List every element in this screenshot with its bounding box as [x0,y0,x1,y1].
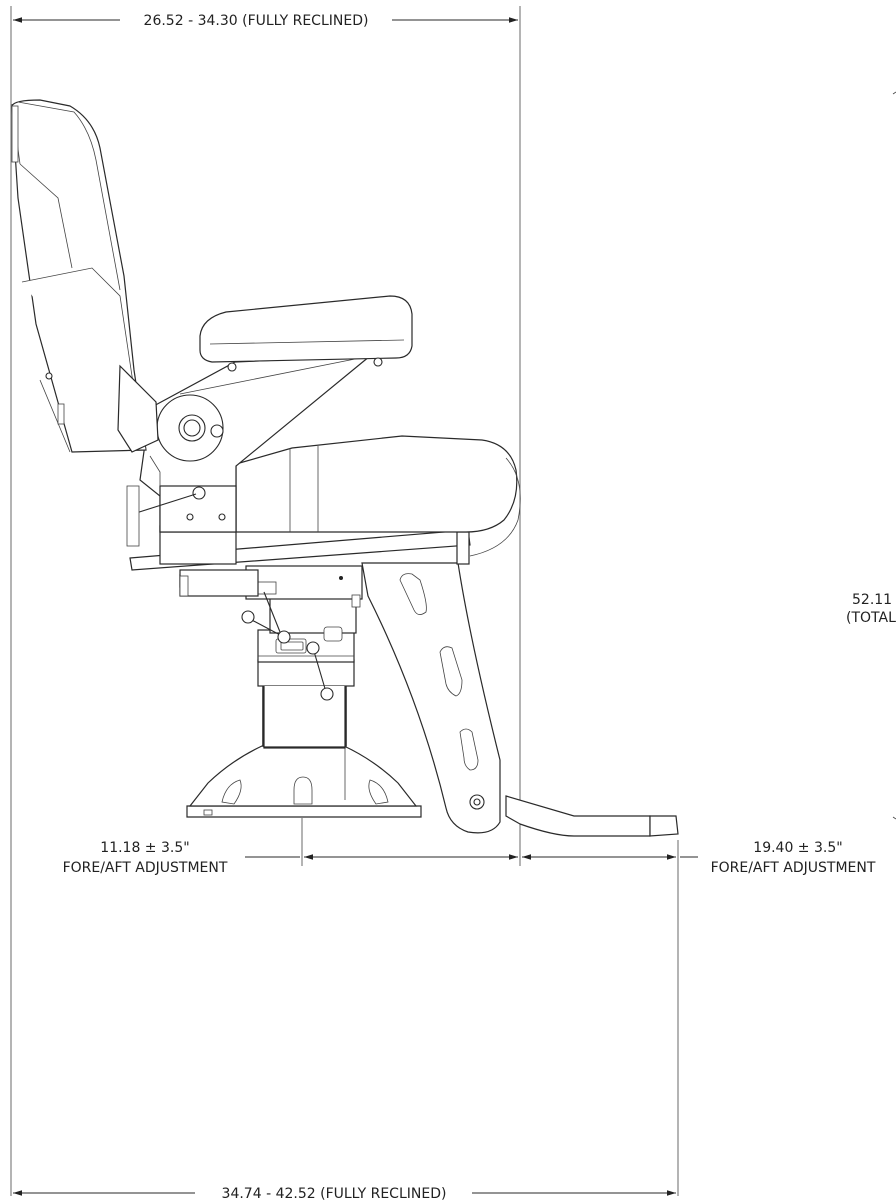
helm-seat [11,99,679,837]
footrest-bracket [361,562,501,834]
height-label: (TOTAL [846,610,896,626]
footrest [505,795,679,837]
left-adjust-value: 11.18 ± 3.5" [100,840,189,856]
backrest [11,99,147,453]
right-adjust-note: 19.40 ± 3.5" FORE/AFT ADJUSTMENT [711,840,876,876]
pedestal-base [186,745,422,818]
top-width-text: 26.52 - 34.30 (FULLY RECLINED) [144,13,369,29]
right-adjust-label: FORE/AFT ADJUSTMENT [711,860,876,876]
height-value: 52.11 [852,592,892,608]
slide-rod [179,569,259,597]
bottom-width-text: 34.74 - 42.52 (FULLY RECLINED) [222,1186,447,1202]
extension-lines [10,6,679,1196]
total-height-note: 52.11 (TOTAL [846,91,896,820]
adjustment-levers [241,591,334,701]
left-adjust-label: FORE/AFT ADJUSTMENT [63,860,228,876]
armrest [199,295,413,372]
recline-link [117,364,161,486]
bottom-width-dimension: 34.74 - 42.52 (FULLY RECLINED) [13,1186,676,1202]
top-width-dimension: 26.52 - 34.30 (FULLY RECLINED) [13,13,518,29]
left-adjust-note: 11.18 ± 3.5" FORE/AFT ADJUSTMENT [63,840,228,876]
seat-cushion [235,435,521,557]
right-adjust-value: 19.40 ± 3.5" [753,840,842,856]
hinge-pivot [156,394,224,462]
